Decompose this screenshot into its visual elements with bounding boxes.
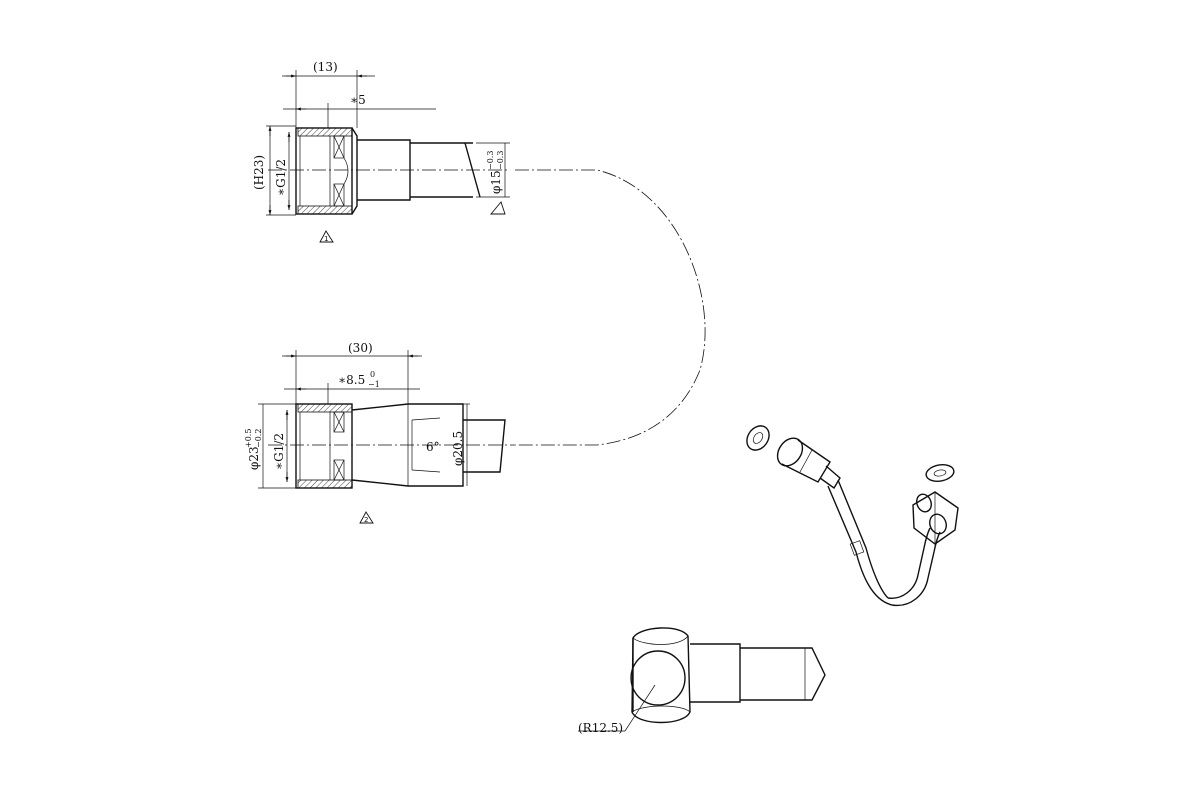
svg-text:2: 2 — [364, 516, 368, 524]
triangle-marker-1: 1 — [319, 230, 334, 243]
detail-radius-dim: (R12.5) — [578, 721, 623, 735]
fitting-2-length-dim: (30) — [348, 341, 373, 355]
fitting-2-depth-tol-upper: 0 — [370, 370, 375, 379]
fitting-2-depth-tol-lower: −1 — [368, 380, 380, 389]
fitting-1-tube-diameter: φ15 — [489, 170, 503, 194]
fitting-2-outer-tol-lower: −0.2 — [254, 429, 263, 448]
hose-path — [515, 169, 706, 446]
fitting-1-height-dim: (H23) — [252, 155, 266, 190]
fitting-2-body-diameter: φ20.5 — [451, 431, 465, 466]
triangle-marker-tube — [490, 201, 506, 215]
svg-text:1: 1 — [324, 235, 328, 243]
fitting-2-outer-tol-upper: +0.5 — [244, 429, 253, 448]
fitting-1-thread-dim: ∗G1/2 — [274, 159, 288, 196]
detail-view-fitting: (R12.5) — [578, 627, 826, 735]
fitting-2-depth-dim: ∗8.5 — [338, 373, 365, 387]
triangle-marker-2: 2 — [359, 511, 374, 524]
fitting-1-tube-tol-lower: −0.3 — [496, 151, 505, 170]
fitting-2-thread-dim: ∗G1/2 — [272, 433, 286, 470]
fitting-1-length-dim: (13) — [313, 60, 338, 74]
fitting-1-depth-dim: ∗5 — [350, 93, 366, 107]
fitting-1-tube-tol-upper: −0.3 — [486, 151, 495, 170]
fitting-2-angle-dim: 6° — [426, 440, 440, 454]
fitting-1-section: (13) ∗5 (H23) ∗G1/2 φ15 −0.3 −0.3 1 — [252, 60, 510, 243]
fitting-2-outer-diameter: φ23 — [247, 446, 261, 470]
fitting-2-section: (30) ∗8.5 0 −1 φ23 +0.5 −0.2 ∗G1/2 6° φ2… — [244, 341, 515, 524]
hose-assembly-isometric — [746, 425, 959, 607]
radius-leader — [624, 684, 656, 732]
